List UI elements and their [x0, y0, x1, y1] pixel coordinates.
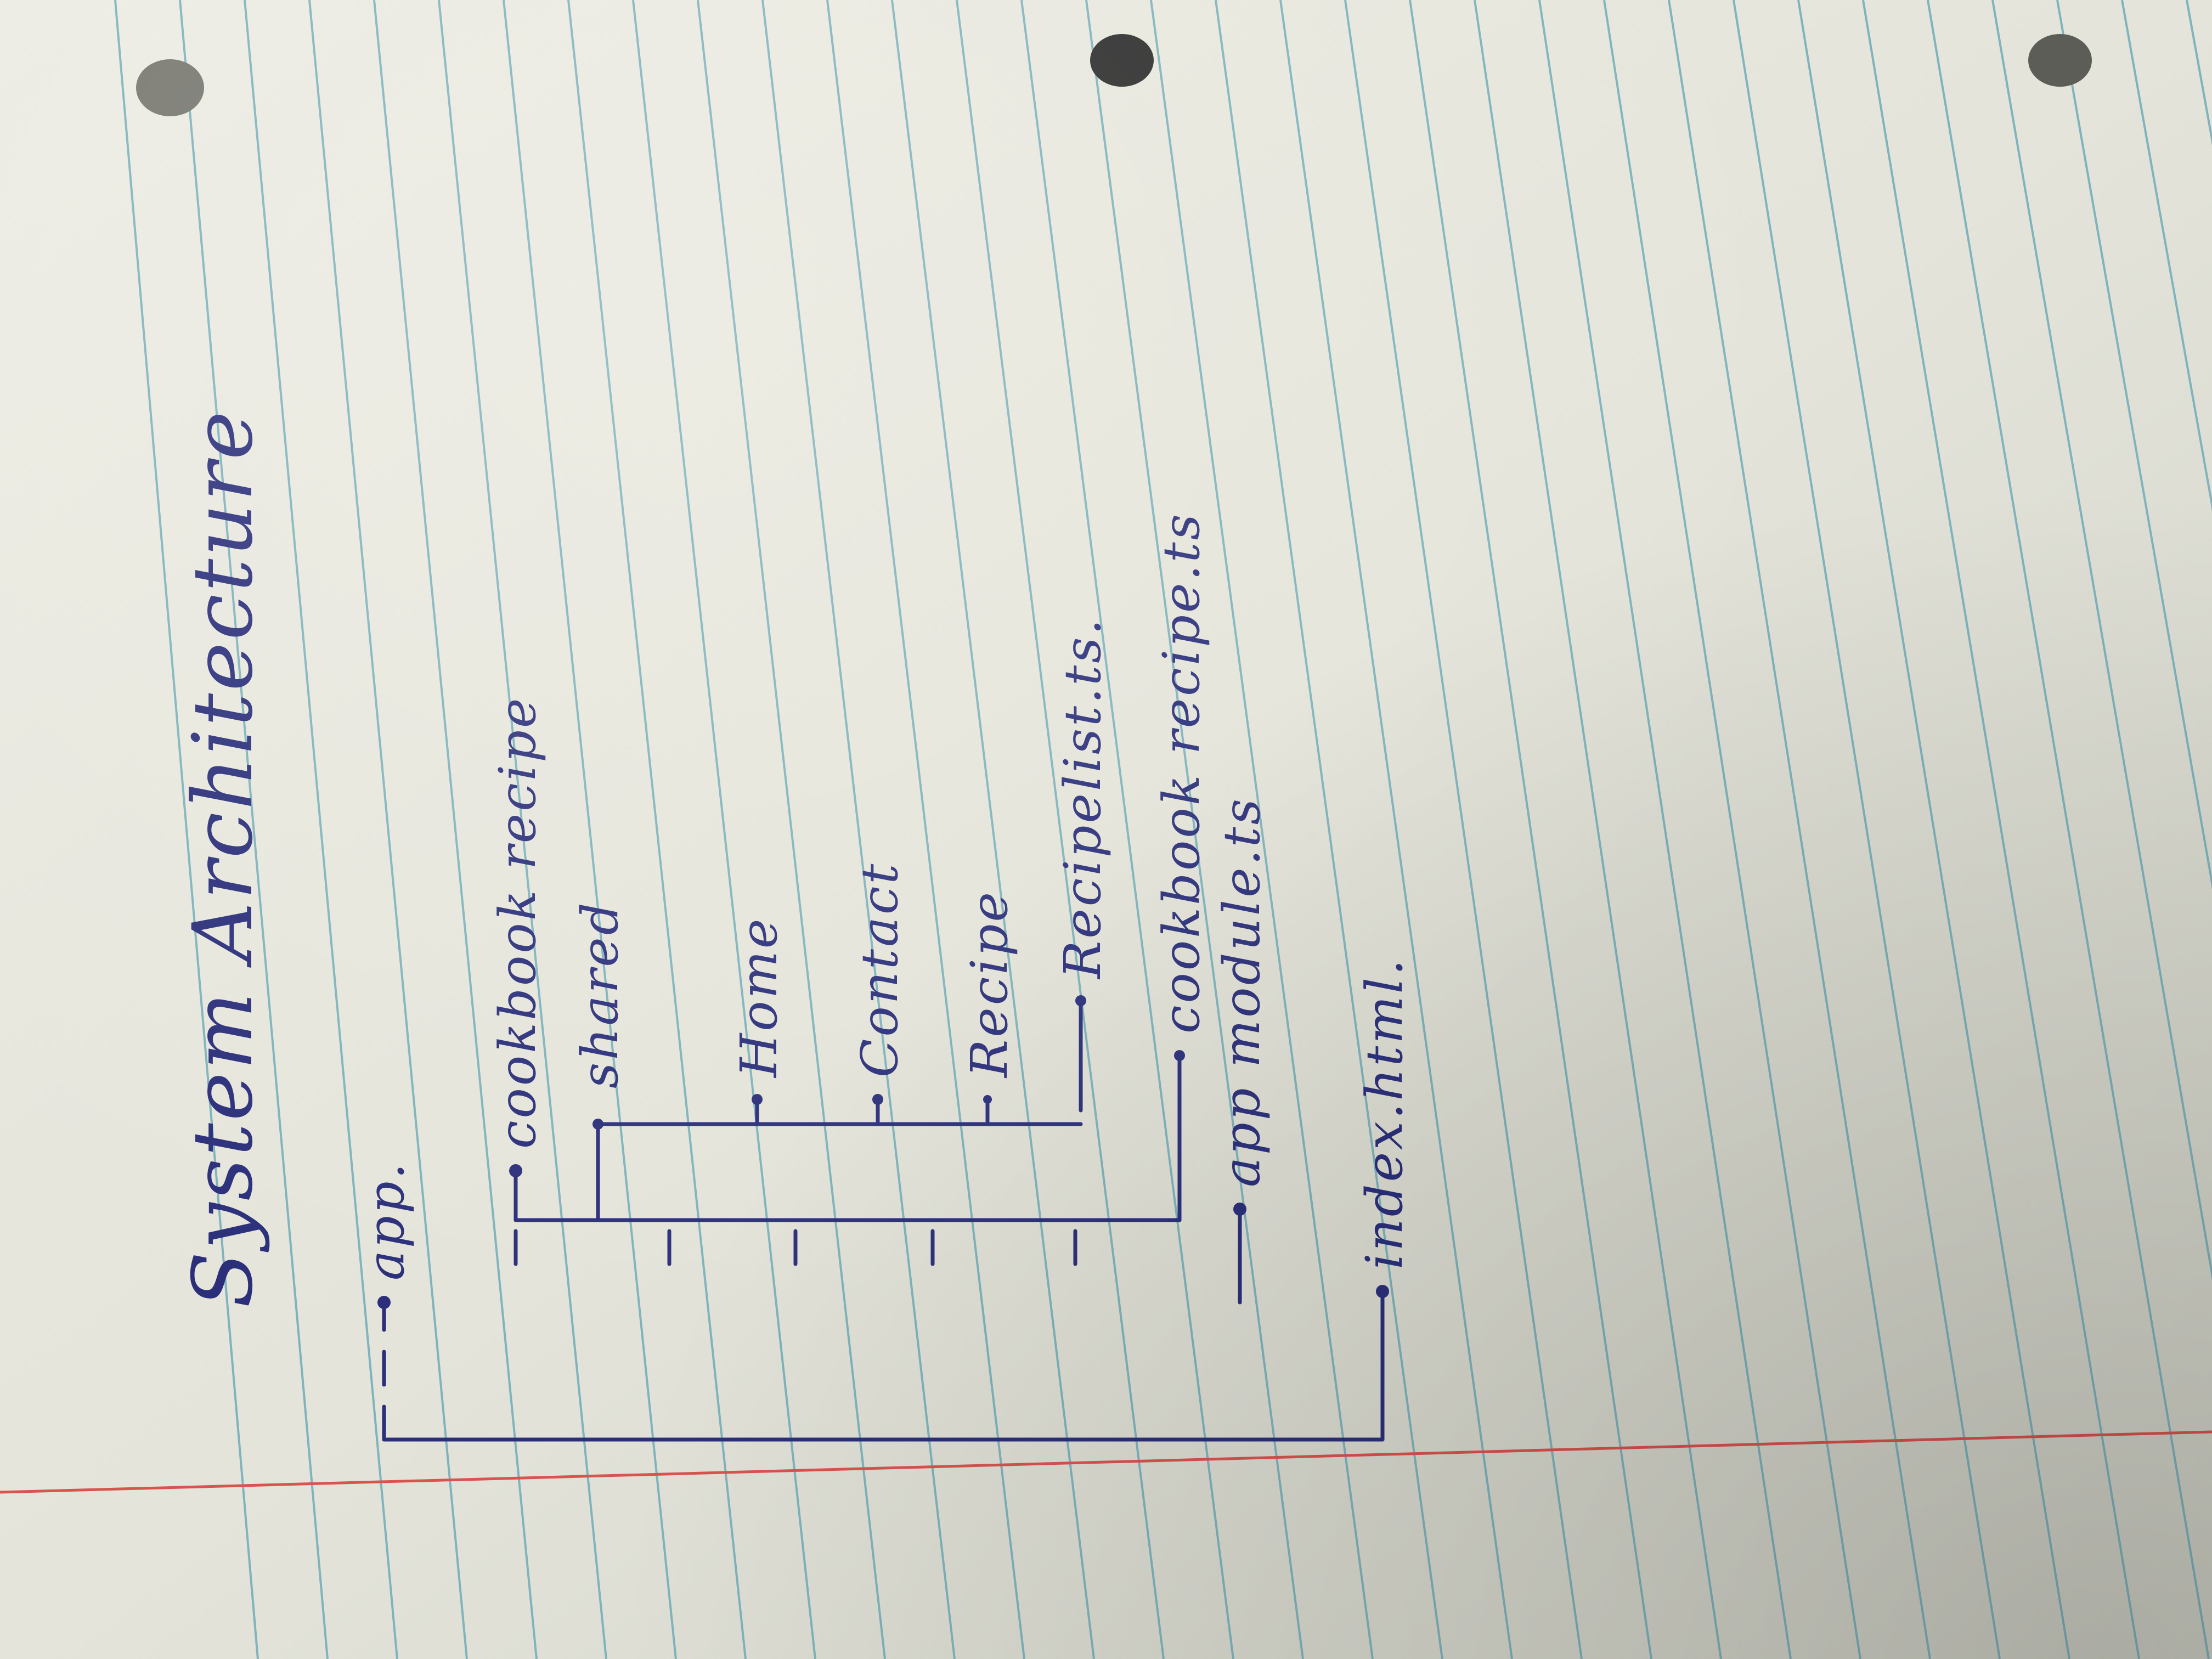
ruled-line: [1474, 0, 1722, 1659]
ruled-line: [114, 0, 259, 1659]
punch-hole-bottom: [2028, 34, 2092, 87]
ruled-line: [1927, 0, 2210, 1659]
ruled-line: [891, 0, 1095, 1659]
ruled-line: [632, 0, 816, 1659]
ruled-line: [308, 0, 468, 1659]
margin-line: [0, 1430, 2212, 1494]
ruled-line: [1733, 0, 2001, 1659]
node-label-home: Home: [730, 916, 788, 1077]
ruled-line: [1085, 0, 1304, 1659]
ruled-line: [179, 0, 329, 1659]
node-label-cookbook-recipe-ts: cookbook recipe.ts: [1152, 512, 1211, 1034]
ruled-line: [567, 0, 747, 1659]
ruled-line: [244, 0, 398, 1659]
ruled-line: [1409, 0, 1652, 1659]
ruled-line: [1538, 0, 1792, 1659]
ruled-line: [956, 0, 1165, 1659]
ruled-line: [761, 0, 956, 1659]
node-dot-cookbook: [509, 1164, 522, 1177]
ruled-line: [373, 0, 538, 1659]
ruled-line: [1991, 0, 2212, 1280]
diagram-title: System Architecture: [176, 409, 271, 1308]
ruled-line: [1344, 0, 1583, 1659]
ruled-line: [697, 0, 886, 1659]
node-label-recipe: Recipe: [960, 889, 1019, 1077]
ruled-line: [826, 0, 1025, 1659]
node-label-cookbook-recipe: cookbook recipe: [488, 696, 547, 1149]
ruled-line: [1020, 0, 1234, 1659]
ruled-line: [2056, 0, 2212, 889]
node-dot-app: [377, 1296, 391, 1309]
ruled-line: [1603, 0, 1861, 1659]
node-label-shared: shared: [571, 900, 629, 1088]
node-dot-recipe: [983, 1095, 992, 1104]
ruled-line: [1862, 0, 2140, 1659]
ruled-line: [1668, 0, 1931, 1659]
node-label-contact: Contact: [850, 861, 909, 1077]
node-dot-appmodule: [1233, 1203, 1246, 1216]
ruled-line: [1215, 0, 1443, 1659]
node-label-recipelist-ts: Recipelist.ts.: [1053, 617, 1112, 979]
ruled-line: [2121, 0, 2212, 511]
node-dot-index: [1376, 1285, 1389, 1298]
ruled-line: [438, 0, 607, 1659]
node-dot-contact: [872, 1094, 883, 1105]
node-dot-home: [752, 1094, 763, 1105]
ruled-line: [503, 0, 677, 1659]
punch-hole-top: [136, 59, 204, 116]
node-label-index-html: index.html.: [1355, 957, 1414, 1269]
ruled-line: [1797, 0, 2070, 1659]
node-dot-recipelist: [1075, 995, 1086, 1006]
node-label-app-module-ts: app module.ts: [1212, 797, 1271, 1187]
node-dot-cookbook-ts: [1174, 1050, 1185, 1061]
punch-hole-middle: [1090, 34, 1154, 87]
ruled-lines: [114, 0, 2212, 1659]
ruled-line: [1279, 0, 1513, 1659]
node-dot-shared: [592, 1119, 603, 1130]
ruled-line: [1150, 0, 1374, 1659]
node-label-app: app.: [357, 1161, 415, 1280]
